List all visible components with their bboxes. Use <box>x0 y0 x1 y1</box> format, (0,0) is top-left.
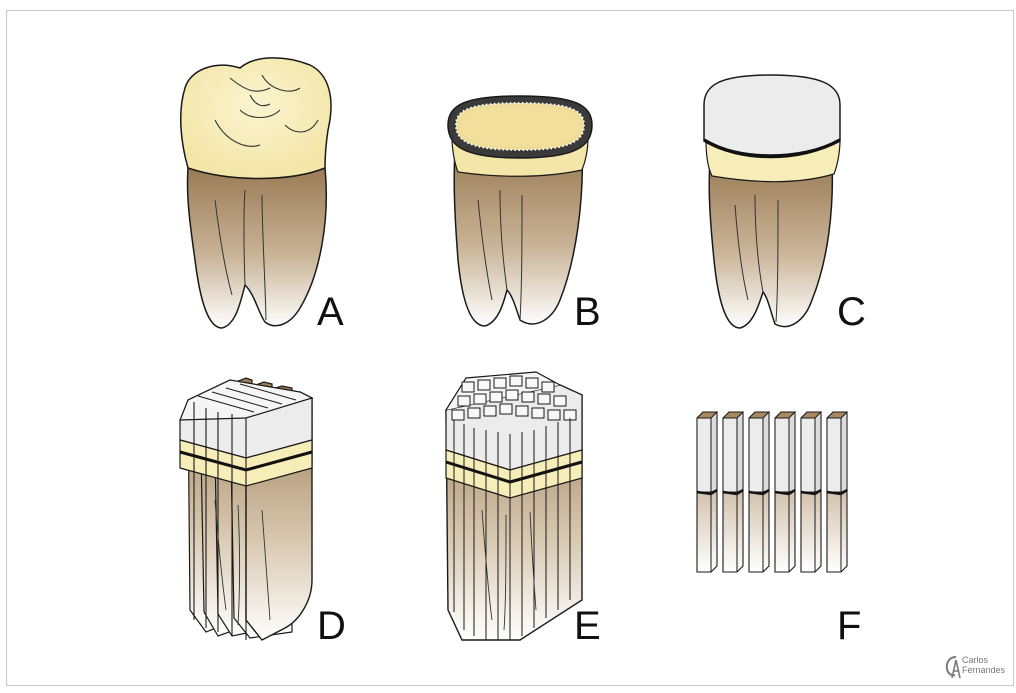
stick-f-1 <box>697 412 717 572</box>
stick-f-6 <box>827 412 847 572</box>
resin-block-c <box>704 75 840 155</box>
tooth-b <box>448 96 592 326</box>
stick-f-3 <box>749 412 769 572</box>
tooth-d <box>180 378 312 640</box>
panel-label-f: F <box>837 606 861 646</box>
stick-bundle-e <box>446 372 582 640</box>
author-watermark: Carlos Fernandes <box>944 652 1016 686</box>
root-c <box>709 160 832 328</box>
panel-label-c: C <box>837 292 866 332</box>
panel-label-e: E <box>574 606 601 646</box>
slab-group-d <box>180 378 312 640</box>
tooth-e <box>446 372 582 640</box>
author-logo-icon <box>944 654 962 680</box>
watermark-line-1: Carlos <box>962 655 1005 665</box>
stick-f-4 <box>775 412 795 572</box>
tooth-c <box>704 75 840 328</box>
watermark-text: Carlos Fernandes <box>962 655 1005 675</box>
stick-f-5 <box>801 412 821 572</box>
panel-label-d: D <box>317 606 346 646</box>
panel-label-b: B <box>574 292 601 332</box>
sticks-f <box>697 412 847 572</box>
stick-f-2 <box>723 412 743 572</box>
panel-label-a: A <box>317 292 344 332</box>
watermark-line-2: Fernandes <box>962 665 1005 675</box>
root-a <box>187 168 326 328</box>
crown-a <box>181 58 331 179</box>
tooth-a <box>181 58 331 328</box>
